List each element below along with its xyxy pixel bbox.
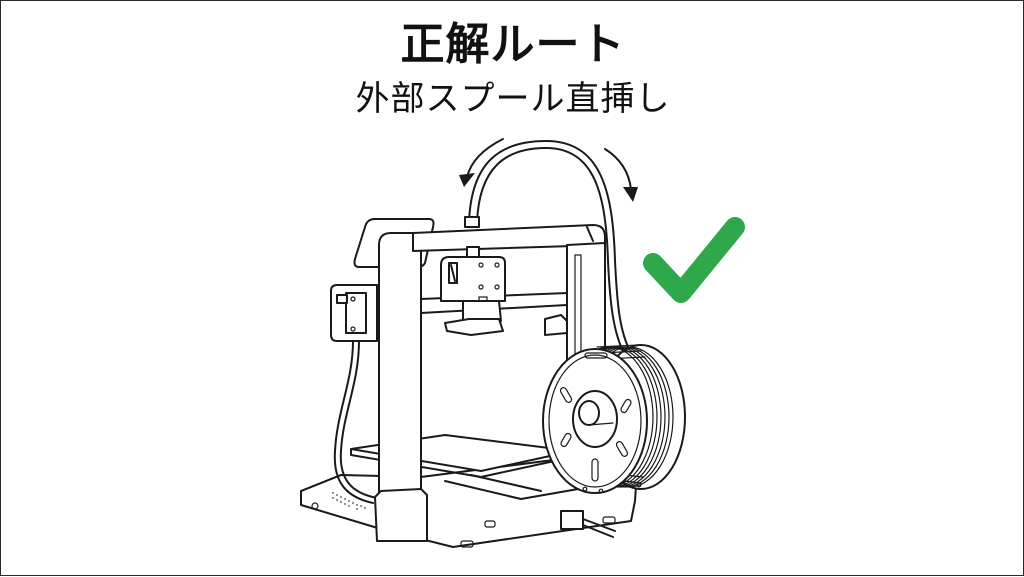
motor-cable bbox=[333, 340, 378, 504]
filament-tube bbox=[468, 140, 632, 356]
page-title: 正解ルート bbox=[400, 19, 626, 70]
toolhead bbox=[440, 246, 506, 336]
checkmark-icon bbox=[643, 217, 745, 303]
arrow-right-down-icon bbox=[604, 148, 638, 202]
extruder-motor bbox=[330, 284, 378, 342]
page-subtitle: 外部スプール直挿し bbox=[355, 79, 671, 119]
vent-dots bbox=[332, 492, 366, 510]
power-socket bbox=[560, 510, 584, 530]
arrow-left-down-icon bbox=[459, 138, 504, 187]
usb-port bbox=[484, 520, 496, 528]
tube-coupler bbox=[464, 216, 480, 228]
left-column bbox=[374, 232, 428, 542]
filament-spool bbox=[542, 344, 686, 494]
